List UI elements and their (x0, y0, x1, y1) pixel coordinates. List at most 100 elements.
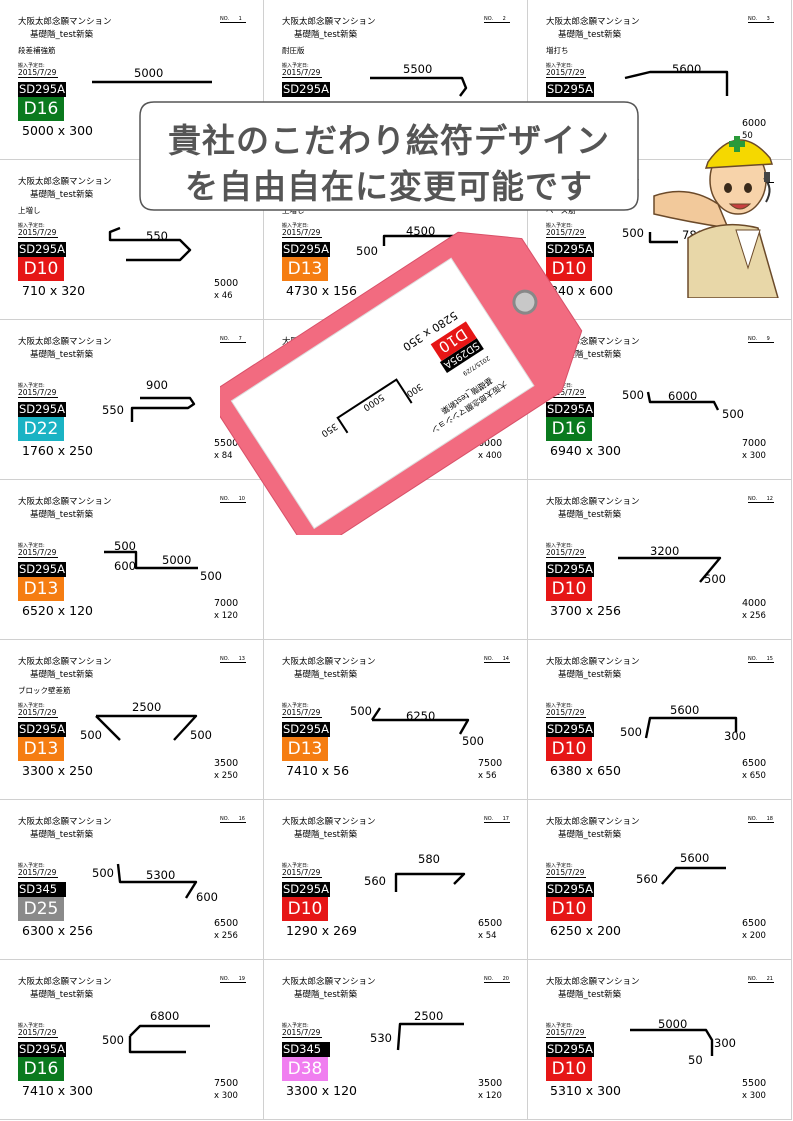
bend-shape (630, 1028, 714, 1056)
label-number: NO. 7 (220, 336, 246, 343)
delivery-date-label: 搬入予定日: (18, 543, 45, 549)
label-number: NO. 16 (220, 816, 246, 823)
bar-diameter: D10 (18, 257, 64, 281)
bend-line (644, 716, 738, 739)
bar-quantity: x 300 (742, 1091, 766, 1101)
project-subtitle: 基礎階_test新築 (558, 830, 622, 840)
delivery-date-label: 搬入予定日: (546, 703, 573, 709)
bar-size: 6300 x 256 (22, 923, 94, 938)
bend-dimension: 500 (80, 728, 102, 742)
delivery-date-label: 搬入予定日: (18, 703, 45, 709)
tag-card (230, 257, 535, 530)
bar-quantity: x 120 (214, 611, 238, 621)
bar-quantity: x 56 (478, 771, 497, 781)
bend-dimension: 550 (146, 229, 168, 243)
bar-length: 7000 (742, 438, 767, 449)
label-number: NO. 13 (220, 656, 246, 663)
bar-diameter: D10 (546, 257, 592, 281)
project-subtitle: 基礎階_test新築 (294, 670, 358, 680)
delivery-date-label: 搬入予定日: (18, 223, 45, 229)
material-grade: SD295A (546, 1042, 594, 1057)
bend-dimension: 500 (620, 725, 642, 739)
label-number: NO. 15 (748, 656, 774, 663)
bend-dimension: 550 (102, 403, 124, 417)
bend-dimension: 500 (622, 388, 644, 402)
bend-shape (95, 714, 198, 741)
bend-shape (382, 234, 466, 246)
bar-diameter: D13 (282, 737, 328, 761)
material-grade: SD295A (546, 402, 594, 417)
bend-dimension: 530 (370, 1031, 392, 1045)
project-subtitle: 基礎階_test新築 (30, 510, 94, 520)
bend-line (104, 550, 198, 570)
bend-shape (661, 866, 726, 885)
part-name: 段差補強筋 (18, 46, 56, 55)
bend-shape (646, 391, 720, 411)
label-card: 大阪太郎念願マンション基礎階_test新築 NO. 13 ブロック壁差筋搬入予定日:… (0, 640, 264, 800)
project-subtitle: 基礎階_test新築 (558, 510, 622, 520)
project-subtitle: 基礎階_test新築 (30, 990, 94, 1000)
bend-dimension: 500 (722, 407, 744, 421)
label-number: NO. 1 (220, 16, 246, 23)
project-title: 大阪太郎念願マンション (18, 977, 112, 987)
project-title: 大阪太郎念願マンション (546, 337, 640, 347)
bar-length: 5000 (214, 278, 239, 289)
bend-line (372, 718, 470, 735)
bend-shape (370, 76, 468, 97)
project-title: 大阪太郎念願マンション (282, 17, 376, 27)
speech-bubble (139, 101, 639, 211)
label-number: NO. 2 (484, 16, 510, 23)
bend-dimension: 500 (462, 734, 484, 748)
project-title: 大阪太郎念願マンション (546, 977, 640, 987)
bar-diameter: D13 (282, 257, 328, 281)
bar-diameter: D22 (18, 417, 64, 441)
bar-length: 4000 (742, 598, 767, 609)
material-grade: SD295A (282, 82, 330, 97)
bend-dimension: 500 (350, 704, 372, 718)
label-number: NO. 9 (748, 336, 774, 343)
bend-dimension: 500 (704, 572, 726, 586)
worker-illustration-icon (653, 136, 779, 298)
material-grade: SD295A (546, 722, 594, 737)
bend-dimension: 560 (636, 872, 658, 886)
bend-dimension: 500 (114, 539, 136, 553)
bar-size: 1760 x 250 (22, 443, 94, 458)
bend-shape (648, 232, 678, 244)
bar-quantity: x 256 (742, 611, 766, 621)
project-title: 大阪太郎念願マンション (18, 657, 112, 667)
bend-dimension: 6000 (668, 389, 698, 403)
bend-line (618, 556, 722, 583)
bar-length: 7000 (214, 598, 239, 609)
bend-shape (624, 70, 729, 96)
bar-diameter: D38 (282, 1057, 328, 1081)
bend-dimension: 500 (200, 569, 222, 583)
bend-dimension: 600 (196, 890, 218, 904)
delivery-date: 2015/7/29 (546, 228, 586, 238)
sample-tag: 大阪太郎念願マンション 基礎階_test新築 2015/7/29 SD295A … (220, 231, 583, 535)
project-subtitle: 基礎階_test新築 (30, 350, 94, 360)
bend-line (630, 1028, 714, 1056)
delivery-date: 2015/7/29 (18, 868, 58, 878)
bend-dimension: 6250 (406, 709, 436, 723)
bar-diameter: D25 (18, 897, 64, 921)
project-subtitle: 基礎階_test新築 (30, 670, 94, 680)
bar-size: 3300 x 250 (22, 763, 94, 778)
delivery-date-label: 搬入予定日: (18, 63, 45, 69)
bend-dimension: 5600 (670, 703, 700, 717)
material-grade: SD345 (18, 882, 66, 897)
bar-diameter: D10 (546, 577, 592, 601)
project-title: 大阪太郎念願マンション (546, 497, 640, 507)
bend-dimension: 900 (146, 378, 168, 392)
tag-shape (336, 378, 413, 434)
project-subtitle: 基礎階_test新築 (294, 30, 358, 40)
bend-dimension: 5600 (680, 851, 710, 865)
bend-line (370, 76, 468, 97)
bar-length: 7500 (214, 1078, 239, 1089)
part-name: ブロック壁差筋 (18, 686, 71, 695)
bar-quantity: x 250 (214, 771, 238, 781)
bend-dimension: 6800 (150, 1009, 180, 1023)
